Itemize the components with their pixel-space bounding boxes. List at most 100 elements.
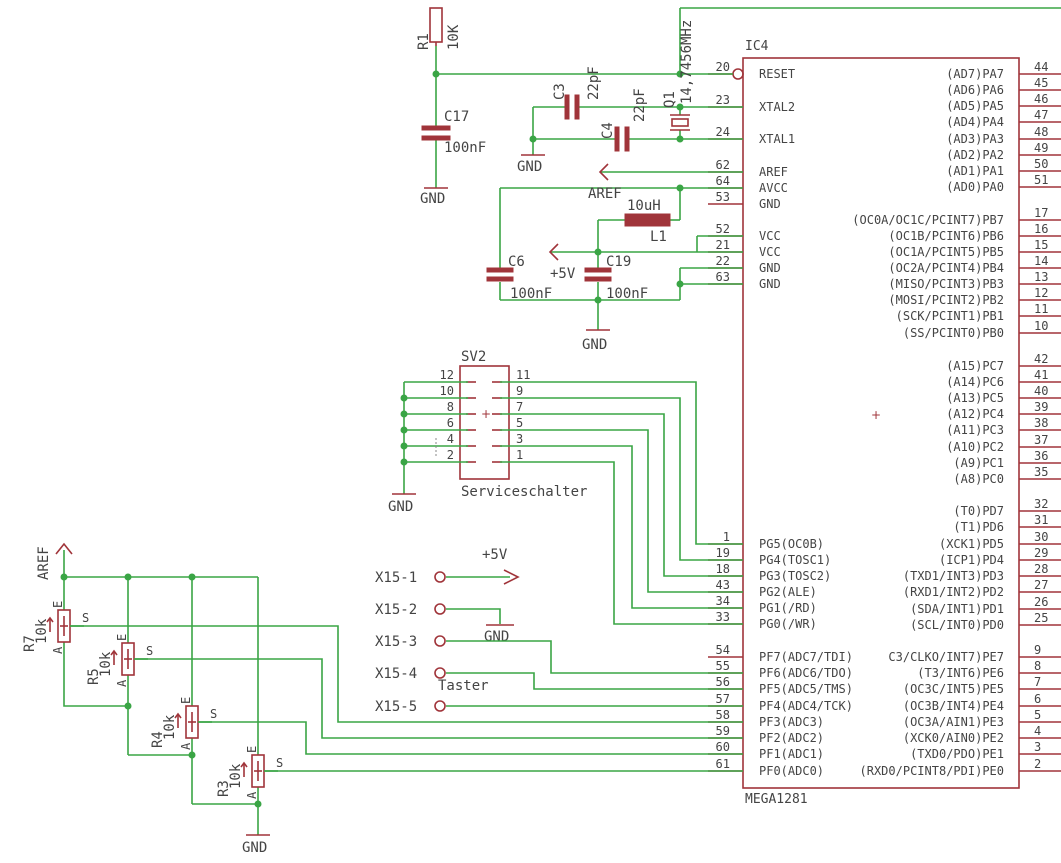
ic-pin-name: (OC3A/AIN1)PE3 — [903, 715, 1004, 729]
ic-pin-num: 6 — [1034, 692, 1041, 706]
ic-body — [742, 57, 1020, 789]
svg-text:C19: C19 — [606, 254, 631, 270]
ic-pin-num: 9 — [1034, 643, 1041, 657]
ic-pin-num: 7 — [1034, 675, 1041, 689]
c4: C4 22pF — [600, 88, 648, 152]
ic-pin-num: 43 — [716, 578, 730, 592]
svg-text:SV2: SV2 — [461, 349, 486, 365]
ic-pin-num: 48 — [1034, 125, 1048, 139]
ic-pin-num: 16 — [1034, 222, 1048, 236]
svg-text:R1: R1 — [416, 33, 432, 50]
svg-text:100nF: 100nF — [510, 286, 552, 302]
ic-pin-name: (SDA/INT1)PD1 — [910, 602, 1004, 616]
ic-pin-num: 60 — [716, 740, 730, 754]
ic-pin-name: XTAL1 — [759, 132, 795, 146]
sv2-pin-num: 12 — [440, 368, 454, 382]
aref-arrow-icon: AREF — [588, 163, 622, 202]
ic-pin-num: 24 — [716, 125, 730, 139]
svg-text:+5V: +5V — [550, 266, 576, 282]
ic-pin-name: PF3(ADC3) — [759, 715, 824, 729]
svg-text:GND: GND — [517, 159, 542, 175]
x15-pin-label: X15-5 — [375, 699, 417, 715]
pot-ref: R3 — [216, 780, 232, 797]
ic-pin-name: (A10)PC2 — [946, 440, 1004, 454]
ic-pin-num: 2 — [1034, 757, 1041, 771]
ic-pin-num: 14 — [1034, 254, 1048, 268]
pot-e-label: E — [179, 697, 193, 704]
ic-pin-num: 15 — [1034, 238, 1048, 252]
ic-pin-num: 17 — [1034, 206, 1048, 220]
svg-text:C3: C3 — [552, 83, 568, 100]
sv2-pin-num: 4 — [447, 432, 454, 446]
ic-pin-name: (OC2A/PCINT4)PB4 — [888, 261, 1004, 275]
ic-pin-num: 52 — [716, 222, 730, 236]
svg-text:Serviceschalter: Serviceschalter — [461, 484, 587, 500]
ic-pin-num: 5 — [1034, 708, 1041, 722]
ic-pin-num: 33 — [716, 610, 730, 624]
ic-pin-name: (A14)PC6 — [946, 375, 1004, 389]
pot-e-label: E — [115, 634, 129, 641]
x15-pad-icon — [434, 603, 446, 615]
ic-pin-name: (RXD1/INT2)PD2 — [903, 585, 1004, 599]
ic-pin-name: (OC1B/PCINT6)PB6 — [888, 229, 1004, 243]
c19: C19 100nF — [584, 254, 648, 302]
pot-a-label: A — [51, 646, 65, 654]
ic-pin-name: (MOSI/PCINT2)PB2 — [888, 293, 1004, 307]
svg-text:14,7456MHz: 14,7456MHz — [679, 20, 695, 104]
sv2-pin-num: 5 — [516, 416, 523, 430]
ic-pin-name: PF2(ADC2) — [759, 731, 824, 745]
ic-pin-num: 3 — [1034, 740, 1041, 754]
ic-pin-num: 54 — [716, 643, 730, 657]
svg-text:GND: GND — [484, 629, 509, 645]
x15-pad-icon — [434, 635, 446, 647]
sv2-pin-num: 1 — [516, 448, 523, 462]
ic-pin-num: 25 — [1034, 611, 1048, 625]
ic-pin-num: 27 — [1034, 578, 1048, 592]
ic-pin-name: PF7(ADC7/TDI) — [759, 650, 853, 664]
ic-pin-num: 40 — [1034, 384, 1048, 398]
ic-pin-name: (AD7)PA7 — [946, 67, 1004, 81]
x15-pad-icon — [434, 700, 446, 712]
ic-pin-name: PF0(ADC0) — [759, 764, 824, 778]
ic-pin-num: 26 — [1034, 595, 1048, 609]
ic-pin-name: (MISO/PCINT3)PB3 — [888, 277, 1004, 291]
ic-pin-num: 4 — [1034, 724, 1041, 738]
ic-pin-name: RESET — [759, 67, 795, 81]
ic-pin-num: 62 — [716, 158, 730, 172]
ic-pin-num: 21 — [716, 238, 730, 252]
ic-pin-num: 38 — [1034, 416, 1048, 430]
ic-pin-num: 46 — [1034, 92, 1048, 106]
ic-pin-name: (T1)PD6 — [953, 520, 1004, 534]
ic-pin-name: (A13)PC5 — [946, 391, 1004, 405]
pot-a-label: A — [179, 742, 193, 750]
ic-pin-num: 39 — [1034, 400, 1048, 414]
sv2-pin-num: 9 — [516, 384, 523, 398]
svg-text:+: + — [481, 407, 491, 421]
ic-pin-name: (OC3C/INT5)PE5 — [903, 682, 1004, 696]
svg-text:C6: C6 — [508, 254, 525, 270]
pot-s-label: S — [210, 707, 217, 721]
svg-text:100nF: 100nF — [606, 286, 648, 302]
ic-pin-name: PF1(ADC1) — [759, 747, 824, 761]
ic-pin-num: 19 — [716, 546, 730, 560]
svg-text:AREF: AREF — [588, 186, 622, 202]
r1: R1 10K — [416, 7, 462, 50]
ic-pin-name: (AD5)PA5 — [946, 99, 1004, 113]
ic-pin-name: PG5(OC0B) — [759, 537, 824, 551]
ic-pin-num: 49 — [1034, 141, 1048, 155]
ic-pin-name: (TXD1/INT3)PD3 — [903, 569, 1004, 583]
ic-pin-name: PG3(TOSC2) — [759, 569, 831, 583]
gnd-c17: GND — [420, 187, 448, 207]
ic-right-pins: 44(AD7)PA745(AD6)PA646(AD5)PA547(AD4)PA4… — [852, 60, 1061, 778]
ic-pin-name: (TXD0/PDO)PE1 — [910, 747, 1004, 761]
svg-text:10uH: 10uH — [627, 198, 661, 214]
svg-text:C4: C4 — [600, 122, 616, 139]
gnd-xtal: GND — [517, 154, 545, 175]
sv2-pin-num: 2 — [447, 448, 454, 462]
ic-pin-num: 44 — [1034, 60, 1048, 74]
ic-pin-name: PG0(/WR) — [759, 617, 817, 631]
